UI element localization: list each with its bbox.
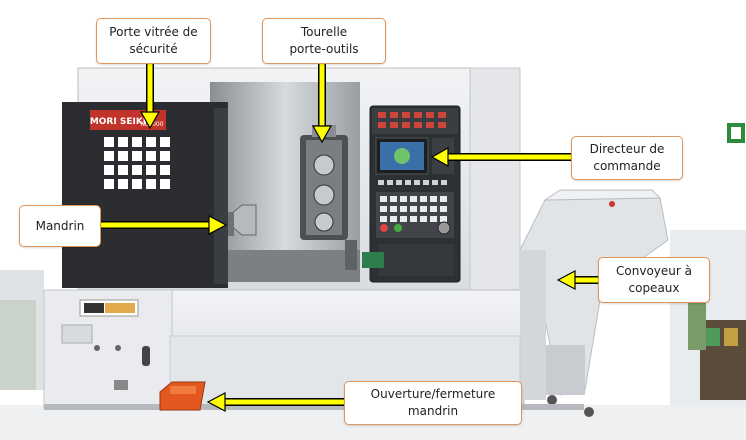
arrow-mandrin	[101, 215, 228, 235]
arrow-porte	[139, 64, 161, 130]
control-panel	[362, 105, 461, 283]
brand-plate-text: MORI SEIKI	[90, 117, 146, 127]
label-directeur-commande: Directeur de commande	[571, 136, 683, 180]
door-window-grid	[104, 137, 170, 189]
label-convoyeur: Convoyeur à copeaux	[598, 257, 710, 303]
label-mandrin: Mandrin	[19, 205, 101, 247]
label-porte-vitree: Porte vitrée de sécurité	[96, 18, 211, 64]
label-tourelle: Tourelle porte-outils	[262, 18, 386, 64]
foot-pedal	[159, 381, 206, 411]
tool-turret	[300, 125, 348, 240]
chip-conveyor	[519, 189, 669, 417]
safety-door: MORI SEIKI NL2000	[62, 102, 228, 288]
arrow-convoyeur	[556, 270, 598, 290]
arrow-ouverture	[206, 392, 344, 412]
arrow-directeur	[430, 146, 571, 168]
arrow-tourelle	[311, 64, 333, 144]
callout-arrows	[101, 64, 598, 412]
label-ouverture-fermeture: Ouverture/fermeture mandrin	[344, 381, 522, 425]
